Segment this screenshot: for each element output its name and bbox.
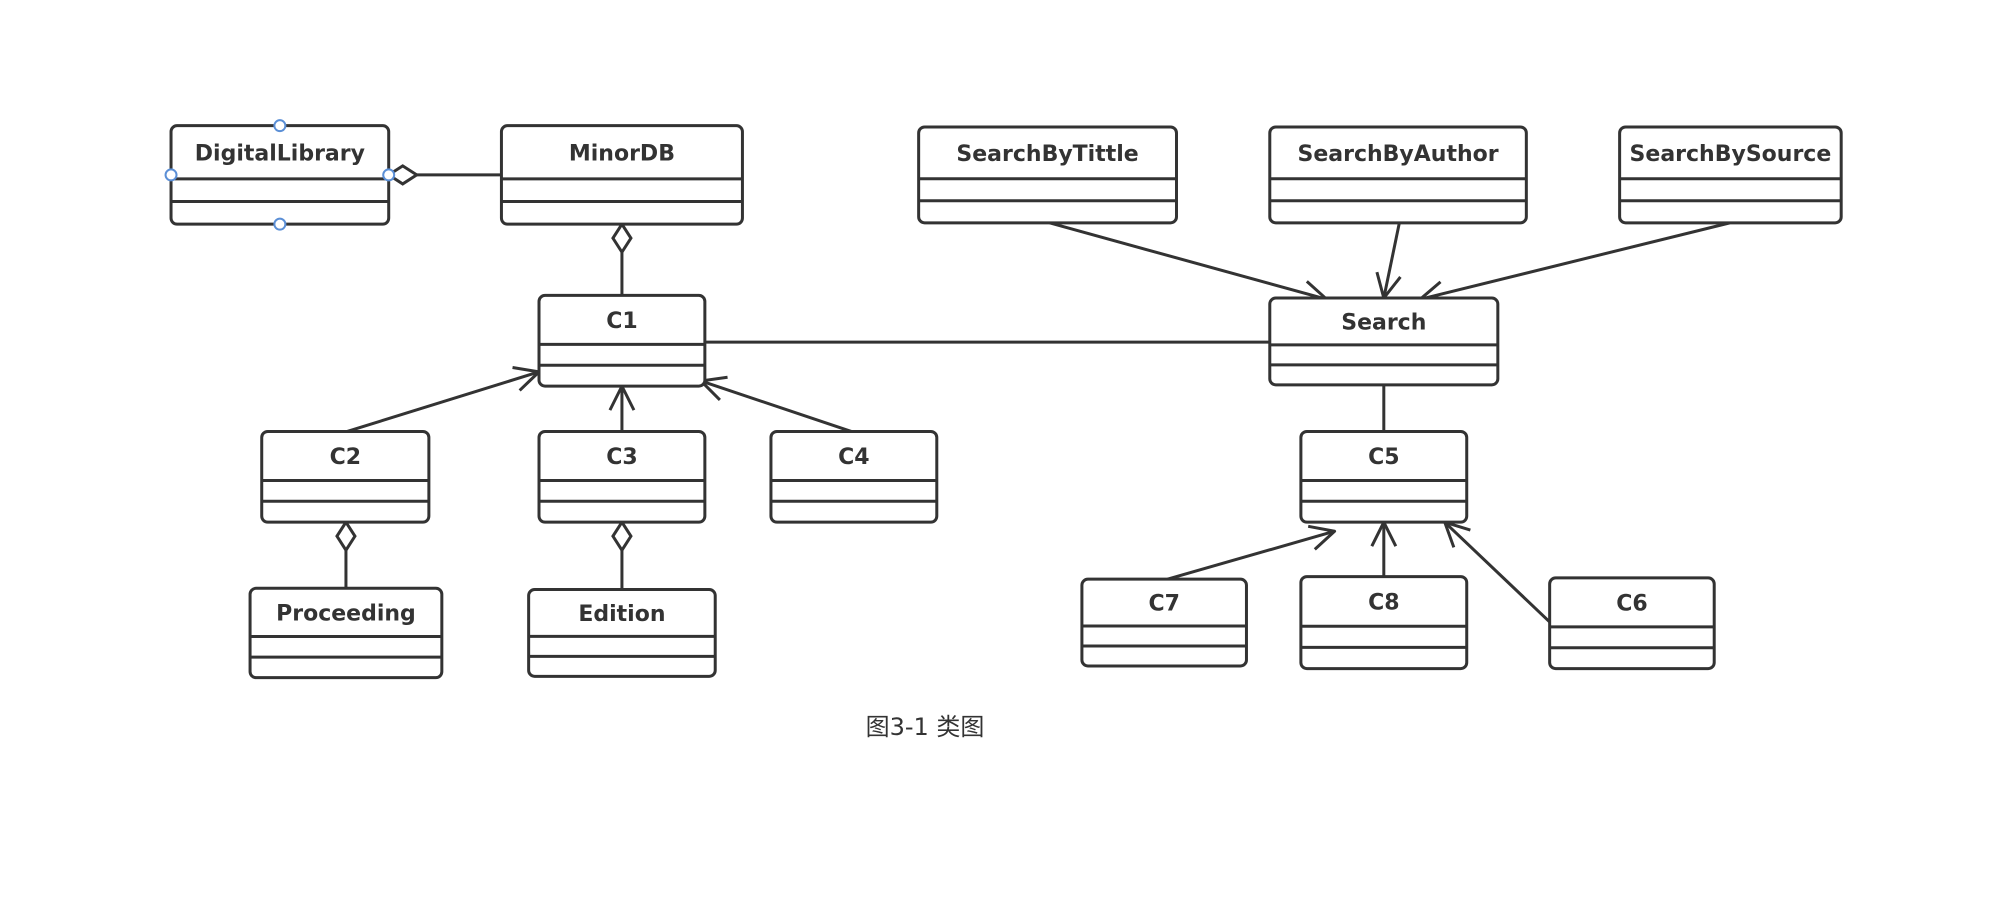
relation-searchbysource-search bbox=[1418, 221, 1731, 307]
class-name: C6 bbox=[1616, 591, 1647, 616]
class-c3[interactable]: C3 bbox=[537, 429, 707, 524]
class-proceeding[interactable]: Proceeding bbox=[248, 586, 444, 680]
class-name: C4 bbox=[838, 445, 869, 470]
class-name: Proceeding bbox=[276, 601, 416, 626]
relation-minordb-digitallibrary bbox=[385, 164, 502, 186]
relation-searchbytittle-search bbox=[1049, 221, 1329, 306]
class-c6[interactable]: C6 bbox=[1548, 576, 1716, 671]
class-c5[interactable]: C5 bbox=[1299, 429, 1469, 524]
relations-layer bbox=[335, 164, 1731, 624]
aggregation-diamond bbox=[335, 519, 357, 553]
class-box[interactable] bbox=[1080, 577, 1248, 668]
class-box[interactable] bbox=[499, 124, 744, 226]
class-name: MinorDB bbox=[569, 141, 675, 166]
class-name: SearchBySource bbox=[1630, 142, 1832, 167]
navigability-arrowhead bbox=[1307, 524, 1337, 551]
aggregation-diamond bbox=[611, 221, 633, 255]
association-line bbox=[1382, 222, 1401, 299]
class-name: C5 bbox=[1368, 445, 1399, 470]
class-c8[interactable]: C8 bbox=[1299, 575, 1469, 671]
association-line bbox=[346, 370, 540, 433]
class-name: Search bbox=[1341, 310, 1426, 335]
class-box[interactable] bbox=[260, 429, 431, 524]
association-line bbox=[1419, 221, 1731, 301]
class-box[interactable] bbox=[769, 429, 939, 524]
relation-c2-c1 bbox=[346, 366, 541, 433]
relation-c7-c5 bbox=[1167, 524, 1337, 581]
selection-handle[interactable] bbox=[273, 217, 287, 231]
selection-handle[interactable] bbox=[382, 168, 396, 182]
association-line bbox=[1167, 529, 1335, 581]
association-line bbox=[700, 379, 852, 433]
class-box[interactable] bbox=[1548, 576, 1716, 671]
class-box[interactable] bbox=[1618, 125, 1843, 225]
class-searchbytittle[interactable]: SearchByTittle bbox=[917, 125, 1178, 225]
association-line bbox=[1049, 221, 1328, 301]
class-name: SearchByAuthor bbox=[1298, 142, 1499, 167]
relation-searchbyauthor-search bbox=[1375, 222, 1402, 300]
class-name: C8 bbox=[1368, 590, 1399, 615]
class-name: Edition bbox=[578, 602, 665, 627]
class-box[interactable] bbox=[1299, 575, 1469, 671]
selection-handle[interactable] bbox=[273, 119, 287, 133]
class-box[interactable] bbox=[1299, 429, 1469, 524]
class-searchbysource[interactable]: SearchBySource bbox=[1618, 125, 1843, 225]
relation-edition-c3 bbox=[611, 519, 633, 590]
aggregation-diamond bbox=[611, 519, 633, 553]
class-searchbyauthor[interactable]: SearchByAuthor bbox=[1268, 125, 1528, 225]
class-minordb[interactable]: MinorDB bbox=[499, 124, 744, 226]
class-c1[interactable]: C1 bbox=[537, 293, 707, 388]
class-edition[interactable]: Edition bbox=[527, 588, 717, 678]
class-box[interactable] bbox=[537, 429, 707, 524]
relation-c3-c1 bbox=[608, 384, 636, 432]
association-line bbox=[1443, 521, 1551, 624]
class-name: SearchByTittle bbox=[956, 142, 1138, 167]
class-box[interactable] bbox=[537, 293, 707, 388]
relation-c4-c1 bbox=[699, 375, 852, 433]
class-box[interactable] bbox=[1268, 125, 1528, 225]
class-box[interactable] bbox=[248, 586, 444, 680]
class-c4[interactable]: C4 bbox=[769, 429, 939, 524]
relation-c1-minordb bbox=[611, 221, 633, 296]
class-name: C3 bbox=[606, 445, 637, 470]
class-box[interactable] bbox=[917, 125, 1178, 225]
class-name: C1 bbox=[606, 309, 637, 334]
class-digitallibrary[interactable]: DigitalLibrary bbox=[164, 119, 396, 231]
relation-c8-c5 bbox=[1370, 520, 1398, 577]
figure-caption: 图3-1 类图 bbox=[866, 713, 985, 741]
class-box[interactable] bbox=[1268, 296, 1500, 387]
relation-proceeding-c2 bbox=[335, 519, 357, 589]
class-name: DigitalLibrary bbox=[195, 141, 365, 166]
class-name: C7 bbox=[1148, 592, 1179, 617]
selection-handle[interactable] bbox=[164, 168, 178, 182]
class-name: C2 bbox=[330, 445, 361, 470]
class-c7[interactable]: C7 bbox=[1080, 577, 1248, 668]
class-search[interactable]: Search bbox=[1268, 296, 1500, 387]
class-c2[interactable]: C2 bbox=[260, 429, 431, 524]
aggregation-diamond bbox=[385, 164, 420, 186]
class-box[interactable] bbox=[527, 588, 717, 678]
